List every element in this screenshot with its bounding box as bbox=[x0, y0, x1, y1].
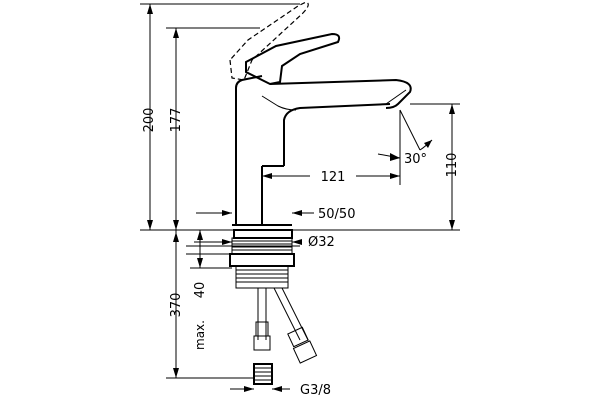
dim-diameter-label: Ø32 bbox=[308, 235, 335, 250]
dimension-labels: 200 177 110 121 30° 50/50 Ø32 max. 40 37… bbox=[142, 108, 460, 398]
dim-200-label: 200 bbox=[142, 108, 157, 133]
mounting-shank bbox=[229, 229, 295, 289]
dim-40-label: 40 bbox=[193, 282, 208, 299]
dim-110-label: 110 bbox=[445, 153, 460, 178]
lever-handle bbox=[245, 32, 341, 86]
dim-50-50-label: 50/50 bbox=[318, 207, 355, 222]
dim-121-label: 121 bbox=[321, 170, 346, 185]
faucet-body bbox=[232, 75, 412, 226]
dim-370-label: 370 bbox=[169, 293, 184, 318]
supply-hoses bbox=[253, 287, 318, 385]
dimension-lines bbox=[140, 3, 460, 392]
dim-177-label: 177 bbox=[169, 108, 184, 133]
dim-g38-label: G3/8 bbox=[300, 383, 331, 398]
dim-max-prefix-label: max. bbox=[193, 320, 207, 350]
lever-open-position bbox=[229, 1, 309, 81]
counter-lines bbox=[140, 229, 460, 255]
dim-30deg-label: 30° bbox=[404, 152, 427, 167]
